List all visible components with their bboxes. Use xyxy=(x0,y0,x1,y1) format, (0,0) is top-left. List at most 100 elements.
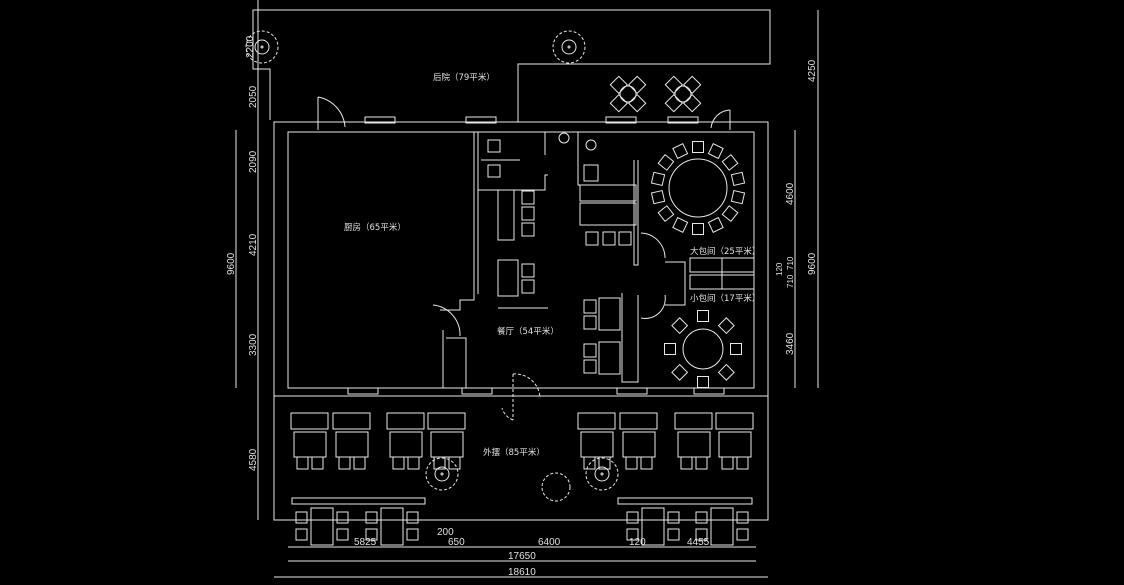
bench xyxy=(290,412,329,430)
bench-long xyxy=(291,497,426,505)
outdoor-table xyxy=(389,431,423,458)
planter-circle xyxy=(541,472,571,502)
chair xyxy=(721,154,739,171)
dim-right-4250: 4250 xyxy=(807,59,818,82)
chair xyxy=(736,528,749,541)
dim-right-120: 120 xyxy=(775,262,784,276)
bench xyxy=(332,412,371,430)
window xyxy=(364,116,396,124)
chair xyxy=(598,456,611,470)
chair xyxy=(365,511,378,524)
chair xyxy=(667,511,680,524)
tree-center xyxy=(600,472,604,476)
toilet-2 xyxy=(487,164,501,178)
dim-left-3300: 3300 xyxy=(248,333,259,356)
chair xyxy=(672,143,689,160)
furniture xyxy=(245,30,754,546)
chair xyxy=(730,171,746,187)
window xyxy=(347,387,379,395)
dim-bottom-650: 650 xyxy=(448,537,465,548)
chair xyxy=(650,189,666,205)
dim-right-9600: 9600 xyxy=(807,252,818,275)
door-private-room xyxy=(640,232,666,259)
building-inner-wall xyxy=(287,131,755,389)
service-counter xyxy=(579,202,637,226)
chair xyxy=(692,141,704,153)
outdoor-table xyxy=(310,507,334,546)
bar-counter xyxy=(497,189,515,241)
tree-center xyxy=(567,45,571,49)
dim-left-4210: 4210 xyxy=(248,233,259,256)
chair xyxy=(625,456,638,470)
dim-right-710-a: 710 xyxy=(786,256,795,270)
window xyxy=(693,387,725,395)
room-label-outdoor-seating: 外摆（85平米） xyxy=(483,447,545,458)
chair xyxy=(448,456,461,470)
chair xyxy=(583,299,597,314)
patio-table xyxy=(619,85,637,103)
chair xyxy=(296,456,309,470)
chair xyxy=(336,528,349,541)
chair xyxy=(717,317,735,335)
bench-long xyxy=(617,497,753,505)
chair xyxy=(680,456,693,470)
chair xyxy=(721,456,734,470)
door-main-entrance xyxy=(501,373,541,421)
door-kitchen-back xyxy=(317,96,346,130)
patio-table xyxy=(674,85,692,103)
outdoor-table xyxy=(710,507,734,546)
chair xyxy=(664,343,676,355)
dim-bottom-5825: 5825 xyxy=(354,537,377,548)
chair xyxy=(657,205,675,222)
room-label-large-private-room: 大包间（25平米） xyxy=(690,246,760,257)
dim-right-710-b: 710 xyxy=(786,274,795,288)
dim-bottom-200: 200 xyxy=(437,527,454,538)
chair xyxy=(695,456,708,470)
door-small-room xyxy=(640,294,666,319)
chair xyxy=(697,310,709,322)
dim-right-4600: 4600 xyxy=(785,182,796,205)
chair xyxy=(707,216,724,233)
chair xyxy=(338,456,351,470)
chair xyxy=(730,189,746,205)
dim-left-2050: 2050 xyxy=(248,85,259,108)
room-label-backyard: 后院（79平米） xyxy=(433,72,495,83)
private-room-divider xyxy=(665,261,686,306)
tree-center xyxy=(260,45,264,49)
chair xyxy=(295,528,308,541)
outdoor-area-boundary xyxy=(273,395,769,521)
bench xyxy=(674,412,713,430)
room-label-kitchen: 厨房（65平米） xyxy=(344,222,406,233)
bar-stool xyxy=(521,279,535,294)
kitchen-wall xyxy=(440,132,475,311)
dimension-lines xyxy=(235,0,819,578)
bar-stool xyxy=(521,206,535,221)
outdoor-table xyxy=(430,431,464,458)
chair xyxy=(717,363,735,381)
window xyxy=(465,116,497,124)
sink-2 xyxy=(585,139,597,151)
dim-left-4580: 4580 xyxy=(248,448,259,471)
dim-bottom-18610: 18610 xyxy=(508,567,536,578)
dining-west-wall xyxy=(442,330,467,389)
booth-table xyxy=(598,341,621,375)
toilet-1 xyxy=(487,139,501,153)
toilet-3 xyxy=(583,164,599,182)
window xyxy=(605,116,637,124)
outdoor-table xyxy=(335,431,369,458)
door-kitchen-dining xyxy=(432,304,461,337)
round-table xyxy=(668,158,728,218)
chair xyxy=(640,456,653,470)
chair xyxy=(295,511,308,524)
dim-bottom-120: 120 xyxy=(629,537,646,548)
chair xyxy=(406,511,419,524)
bench xyxy=(427,412,466,430)
chair xyxy=(671,317,689,335)
chair xyxy=(682,75,702,94)
backyard-boundary xyxy=(252,9,771,122)
chair xyxy=(672,216,689,233)
chair xyxy=(406,528,419,541)
windows xyxy=(347,116,725,395)
chair xyxy=(583,315,597,330)
